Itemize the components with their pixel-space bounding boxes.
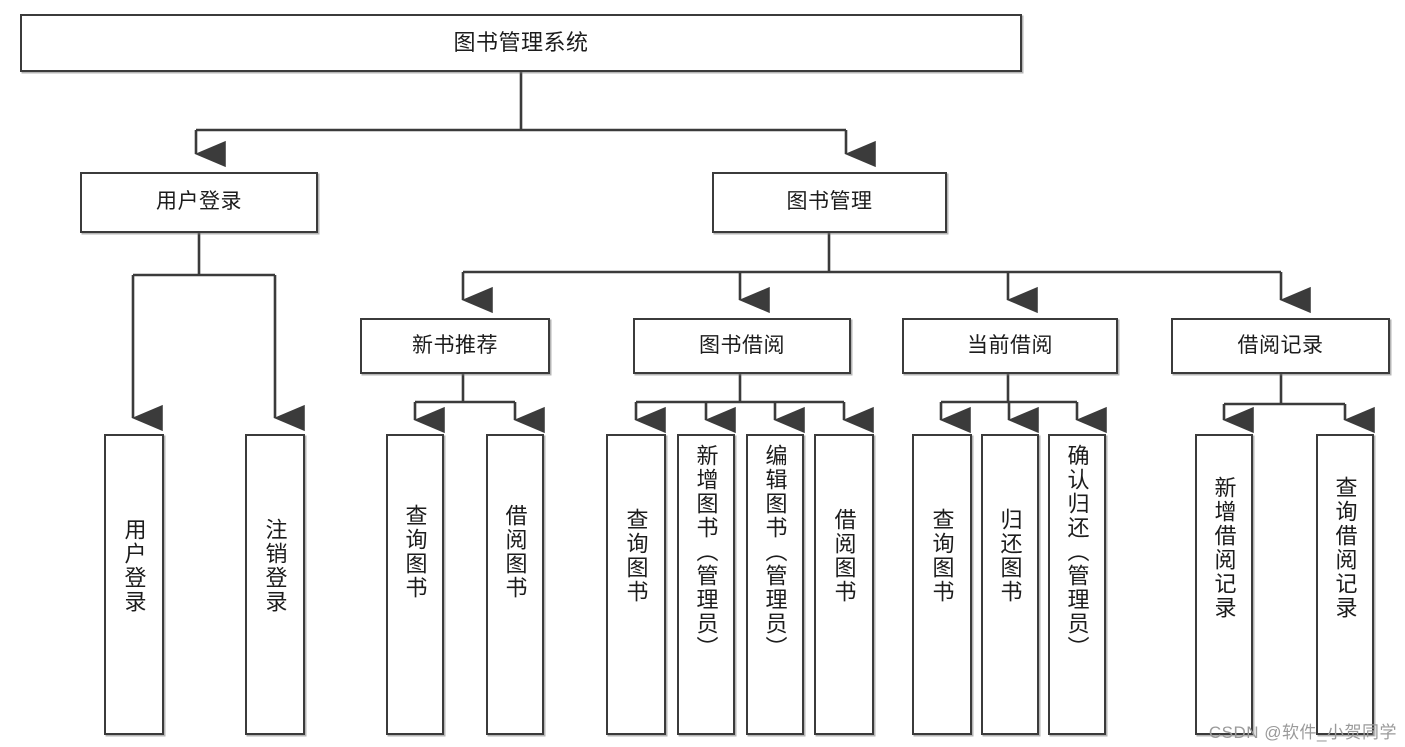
node-label: 查询图书 bbox=[402, 504, 428, 600]
node-label: 查询借阅记录 bbox=[1332, 476, 1358, 620]
node-leaf-add-book-admin[interactable]: 新增图书（管理员） bbox=[677, 434, 735, 735]
node-leaf-query-book-borrow[interactable]: 查询图书 bbox=[606, 434, 666, 735]
node-label: 借阅图书 bbox=[502, 504, 528, 600]
node-label: 查询图书 bbox=[929, 508, 955, 604]
node-label: 借阅图书 bbox=[831, 508, 857, 604]
node-user-login[interactable]: 用户登录 bbox=[80, 172, 318, 233]
node-book-borrow[interactable]: 图书借阅 bbox=[633, 318, 851, 374]
node-label: 当前借阅 bbox=[967, 333, 1053, 357]
node-label: 图书管理 bbox=[786, 190, 873, 214]
node-label: 图书借阅 bbox=[699, 333, 785, 357]
node-leaf-add-borrow-record[interactable]: 新增借阅记录 bbox=[1195, 434, 1253, 735]
node-leaf-query-book-recommend[interactable]: 查询图书 bbox=[386, 434, 444, 735]
node-label: 确认归还（管理员） bbox=[1064, 444, 1090, 660]
node-leaf-borrow-book-recommend[interactable]: 借阅图书 bbox=[486, 434, 544, 735]
node-label: 新增图书（管理员） bbox=[693, 444, 719, 660]
node-leaf-query-borrow-record[interactable]: 查询借阅记录 bbox=[1316, 434, 1374, 735]
node-label: 新书推荐 bbox=[412, 333, 498, 357]
node-label: 注销登录 bbox=[262, 518, 288, 614]
node-label: 图书管理系统 bbox=[453, 30, 589, 56]
watermark-text: CSDN @软件_小贺同学 bbox=[1208, 723, 1397, 742]
node-leaf-user-login[interactable]: 用户登录 bbox=[104, 434, 164, 735]
node-new-book-recommend[interactable]: 新书推荐 bbox=[360, 318, 550, 374]
node-current-borrow[interactable]: 当前借阅 bbox=[902, 318, 1118, 374]
node-leaf-return-book[interactable]: 归还图书 bbox=[981, 434, 1039, 735]
node-label: 编辑图书（管理员） bbox=[762, 444, 788, 660]
node-label: 用户登录 bbox=[156, 190, 242, 214]
node-label: 借阅记录 bbox=[1237, 333, 1324, 357]
node-label: 新增借阅记录 bbox=[1211, 476, 1237, 620]
node-leaf-borrow-book[interactable]: 借阅图书 bbox=[814, 434, 874, 735]
node-label: 查询图书 bbox=[623, 508, 649, 604]
node-leaf-query-book-current[interactable]: 查询图书 bbox=[912, 434, 972, 735]
node-leaf-confirm-return-admin[interactable]: 确认归还（管理员） bbox=[1048, 434, 1106, 735]
node-root-book-management-system[interactable]: 图书管理系统 bbox=[20, 14, 1022, 72]
node-leaf-logout[interactable]: 注销登录 bbox=[245, 434, 305, 735]
node-book-management[interactable]: 图书管理 bbox=[712, 172, 947, 233]
node-borrow-record[interactable]: 借阅记录 bbox=[1171, 318, 1390, 374]
node-label: 用户登录 bbox=[121, 518, 147, 614]
node-label: 归还图书 bbox=[997, 508, 1023, 604]
node-leaf-edit-book-admin[interactable]: 编辑图书（管理员） bbox=[746, 434, 804, 735]
